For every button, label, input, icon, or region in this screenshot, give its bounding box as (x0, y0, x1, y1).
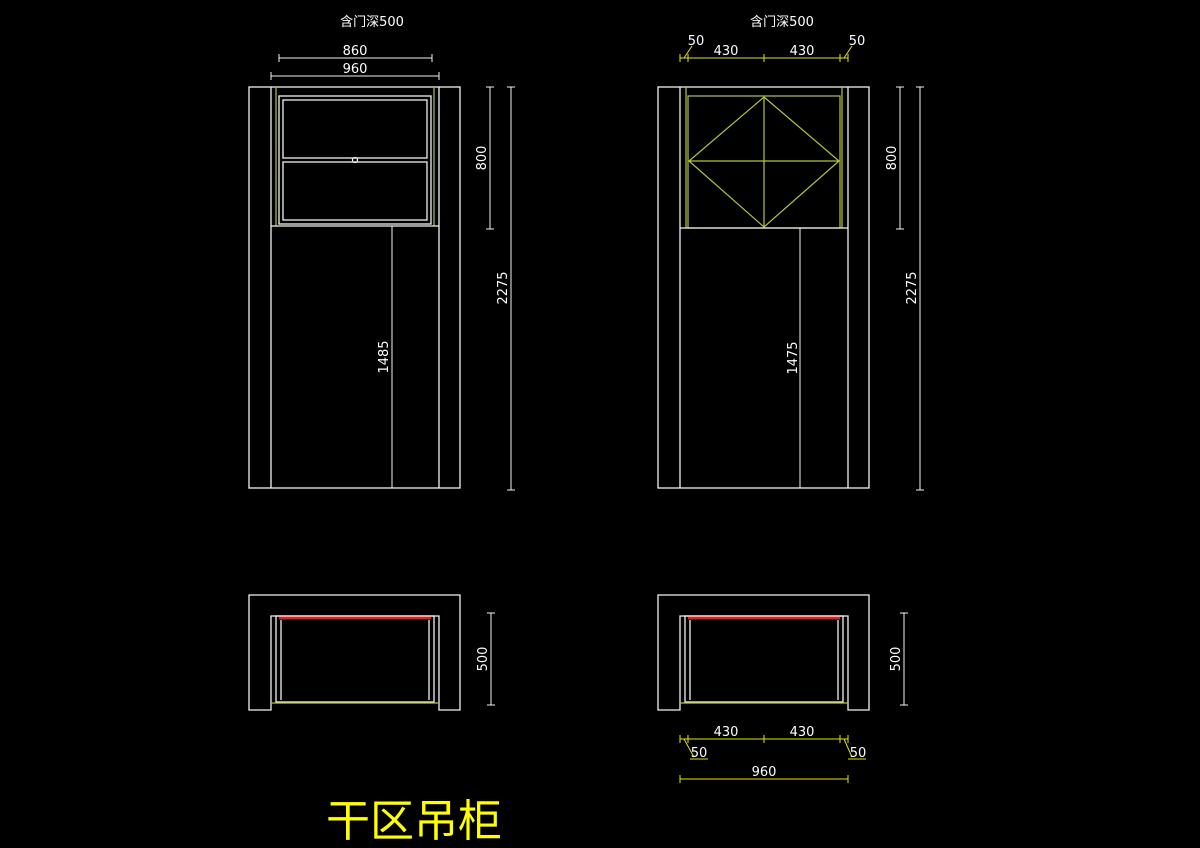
plan-dim-text-50-left: 50 (691, 746, 708, 761)
left-plan-outline (248, 594, 461, 711)
upper-drawer-bottom (282, 161, 428, 221)
right-depth-label: 含门深500 (750, 14, 814, 30)
dim-text-1485: 1485 (377, 340, 392, 373)
handle-icon (351, 156, 359, 164)
dim-text-50-right: 50 (849, 34, 866, 49)
right-plan: 500 430 430 50 50 960 (657, 594, 908, 783)
dim-text-2275: 2275 (496, 271, 511, 304)
dim-text-500-left: 500 (476, 647, 491, 672)
dim-text-2275-right: 2275 (905, 271, 920, 304)
plan-dim-text-430-right: 430 (790, 725, 815, 740)
plan-dim-text-430-left: 430 (714, 725, 739, 740)
dim-text-1475: 1475 (786, 341, 801, 374)
right-elevation: 含门深500 50 430 430 50 1475 800 (657, 14, 924, 491)
dim-text-500-right: 500 (889, 647, 904, 672)
drawing-title: 干区吊柜 (326, 796, 502, 847)
dim-text-960: 960 (343, 62, 368, 77)
dim-text-800: 800 (475, 146, 490, 171)
left-cabinet-outline (248, 86, 461, 489)
plan-dim-text-960: 960 (752, 765, 777, 780)
dim-text-430-right: 430 (790, 44, 815, 59)
upper-drawer-top (282, 99, 428, 159)
dim-text-860: 860 (343, 44, 368, 59)
plan-dim-text-50-right: 50 (850, 746, 867, 761)
dim-text-800-right: 800 (885, 146, 900, 171)
left-elevation: 含门深500 860 960 1485 800 (248, 14, 515, 491)
right-cabinet-outline (657, 86, 870, 489)
right-plan-outline (657, 594, 870, 711)
dim-text-50-left: 50 (688, 34, 705, 49)
dim-text-430-left: 430 (714, 44, 739, 59)
upper-cabinet (278, 95, 432, 225)
left-depth-label: 含门深500 (340, 14, 404, 30)
left-plan: 500 (248, 594, 495, 711)
